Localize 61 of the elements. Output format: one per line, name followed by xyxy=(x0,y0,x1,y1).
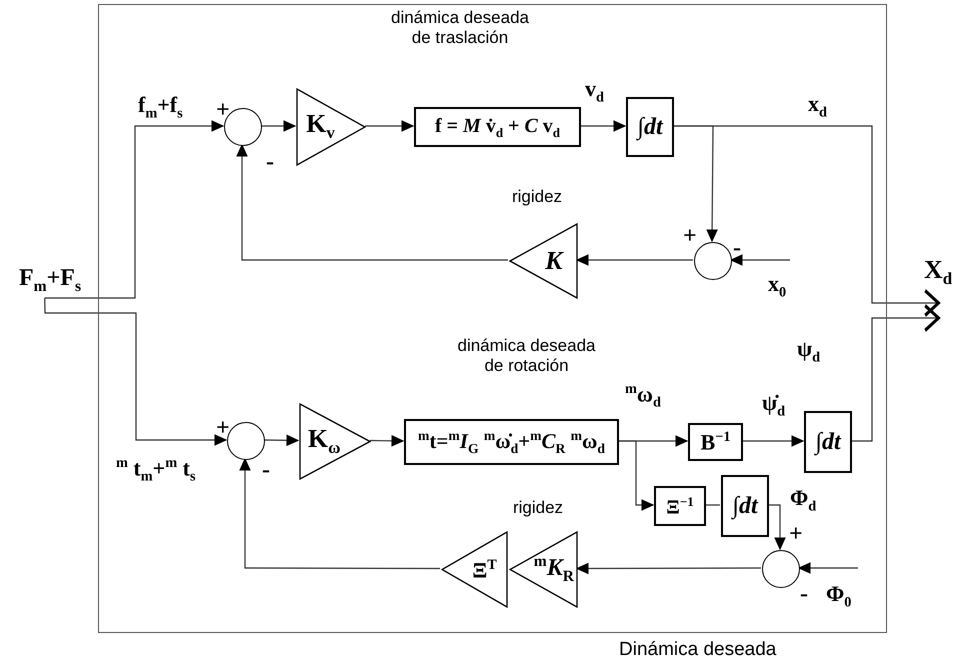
sign-label: - xyxy=(733,236,741,260)
summing-junction xyxy=(694,242,732,280)
sign-label: - xyxy=(800,582,808,606)
sign-label: + xyxy=(216,98,230,122)
gain-label: Ξ$^{T}$ xyxy=(472,558,497,582)
block-formula: Ξ$^{−1}$ xyxy=(666,494,694,518)
signal-label: X$_{d}$ xyxy=(924,257,952,288)
signal-arrow xyxy=(618,440,654,510)
gain-label: $^{m}$K$_{R}$ xyxy=(534,554,574,585)
signal-arrow xyxy=(673,125,718,242)
signal-arrow xyxy=(261,120,296,132)
gain-label: K$_{ω}$ xyxy=(308,426,340,458)
signal-arrow xyxy=(580,120,626,132)
gain-label: K$_{v}$ xyxy=(306,111,335,143)
block-box xyxy=(404,419,619,465)
block-formula: $^{m}$t=$^{m}$I$_{G}$ $^{m}$ω̇$_{d}$+$^{m}$C$_{R}$ $^{m}$ω$_{d}$ xyxy=(418,428,605,456)
block-box xyxy=(654,486,706,526)
signal-arrow xyxy=(370,435,404,446)
block-box xyxy=(721,475,769,537)
diagram-caption: Dinámica deseada xyxy=(619,639,776,661)
signal-arrow xyxy=(742,436,804,446)
block-box xyxy=(688,423,743,461)
sign-label: + xyxy=(216,416,230,440)
block-box xyxy=(804,411,852,473)
sign-label: + xyxy=(683,224,697,248)
block-formula: ∫dt xyxy=(732,494,758,518)
summing-junction xyxy=(762,550,800,588)
signal-label: ψ̇$_{d}$ xyxy=(762,392,786,419)
gain-triangle xyxy=(509,223,578,299)
sign-label: - xyxy=(262,458,270,482)
gain-triangle xyxy=(509,531,578,608)
signal-arrow xyxy=(576,562,761,574)
signal-label: F$_{m}$+F$_{s}$ xyxy=(18,266,82,294)
block-formula: f = M v̇$_{d}$ + C v$_{d}$ xyxy=(434,116,560,138)
signal-arrow xyxy=(264,434,298,446)
signal-arrow xyxy=(44,298,226,446)
signal-arrow xyxy=(44,120,224,299)
gain-label: K xyxy=(545,248,563,274)
signal-arrow xyxy=(576,254,693,266)
signal-arrow xyxy=(798,562,858,574)
gain-triangle xyxy=(296,88,366,166)
section-heading: dinámica deseada de rotación xyxy=(456,336,596,376)
gain-triangle xyxy=(299,403,371,480)
gain-triangle xyxy=(441,531,508,608)
annotation-text: rigidez xyxy=(510,187,564,207)
annotation-text: rigidez xyxy=(512,498,564,518)
block-box xyxy=(626,97,674,157)
block-formula: ∫dt xyxy=(815,430,841,454)
block-formula: ∫dt xyxy=(637,115,663,139)
signal-arrow xyxy=(365,120,414,132)
signal-arrow xyxy=(768,504,786,550)
signal-arrow xyxy=(730,254,790,266)
sign-label: - xyxy=(266,150,274,174)
block-box xyxy=(414,107,581,147)
summing-junction xyxy=(227,422,265,460)
block-formula: B$^{−1}$ xyxy=(700,430,730,454)
signal-arrow xyxy=(236,144,508,261)
section-heading: dinámica deseada de traslación xyxy=(390,8,530,48)
signal-label: f$_{m}$+f$_{s}$ xyxy=(138,94,183,121)
signal-arrow xyxy=(240,458,440,570)
sign-label: + xyxy=(789,522,803,546)
